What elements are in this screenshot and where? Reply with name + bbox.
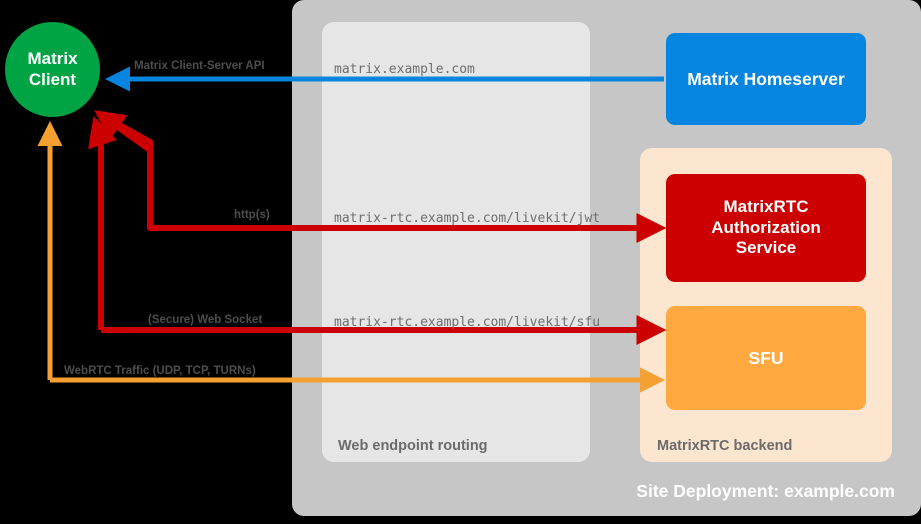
auth-service-line3: Service [735,238,797,258]
matrix-homeserver-label: Matrix Homeserver [687,68,845,89]
web-endpoint-routing-caption: Web endpoint routing [338,438,488,454]
endpoint-livekit-jwt: matrix-rtc.example.com/livekit/jwt [334,211,601,226]
edge-label-secure-web-socket: (Secure) Web Socket [148,314,263,326]
matrixrtc-backend-caption: MatrixRTC backend [657,438,793,454]
node-matrix-homeserver[interactable]: Matrix Homeserver [666,33,866,125]
edge-label-webrtc-traffic: WebRTC Traffic (UDP, TCP, TURNs) [64,365,256,377]
sfu-label: SFU [748,347,784,368]
site-deployment-label: Site Deployment: example.com [636,481,895,501]
endpoint-matrix-example-com: matrix.example.com [334,62,475,77]
node-matrixrtc-authorization-service[interactable]: MatrixRTC Authorization Service [666,174,866,282]
matrix-client-line1: Matrix [27,49,78,69]
web-endpoint-routing-container [322,22,590,462]
endpoint-livekit-sfu: matrix-rtc.example.com/livekit/sfu [334,315,601,330]
node-sfu[interactable]: SFU [666,306,866,410]
matrix-client-line2: Client [28,69,77,89]
auth-service-line1: MatrixRTC [723,197,809,217]
auth-service-line2: Authorization [711,217,821,237]
node-matrix-client[interactable]: Matrix Client [5,22,100,117]
edge-label-http: http(s) [234,209,270,221]
edge-label-matrix-client-server-api: Matrix Client-Server API [134,60,265,72]
